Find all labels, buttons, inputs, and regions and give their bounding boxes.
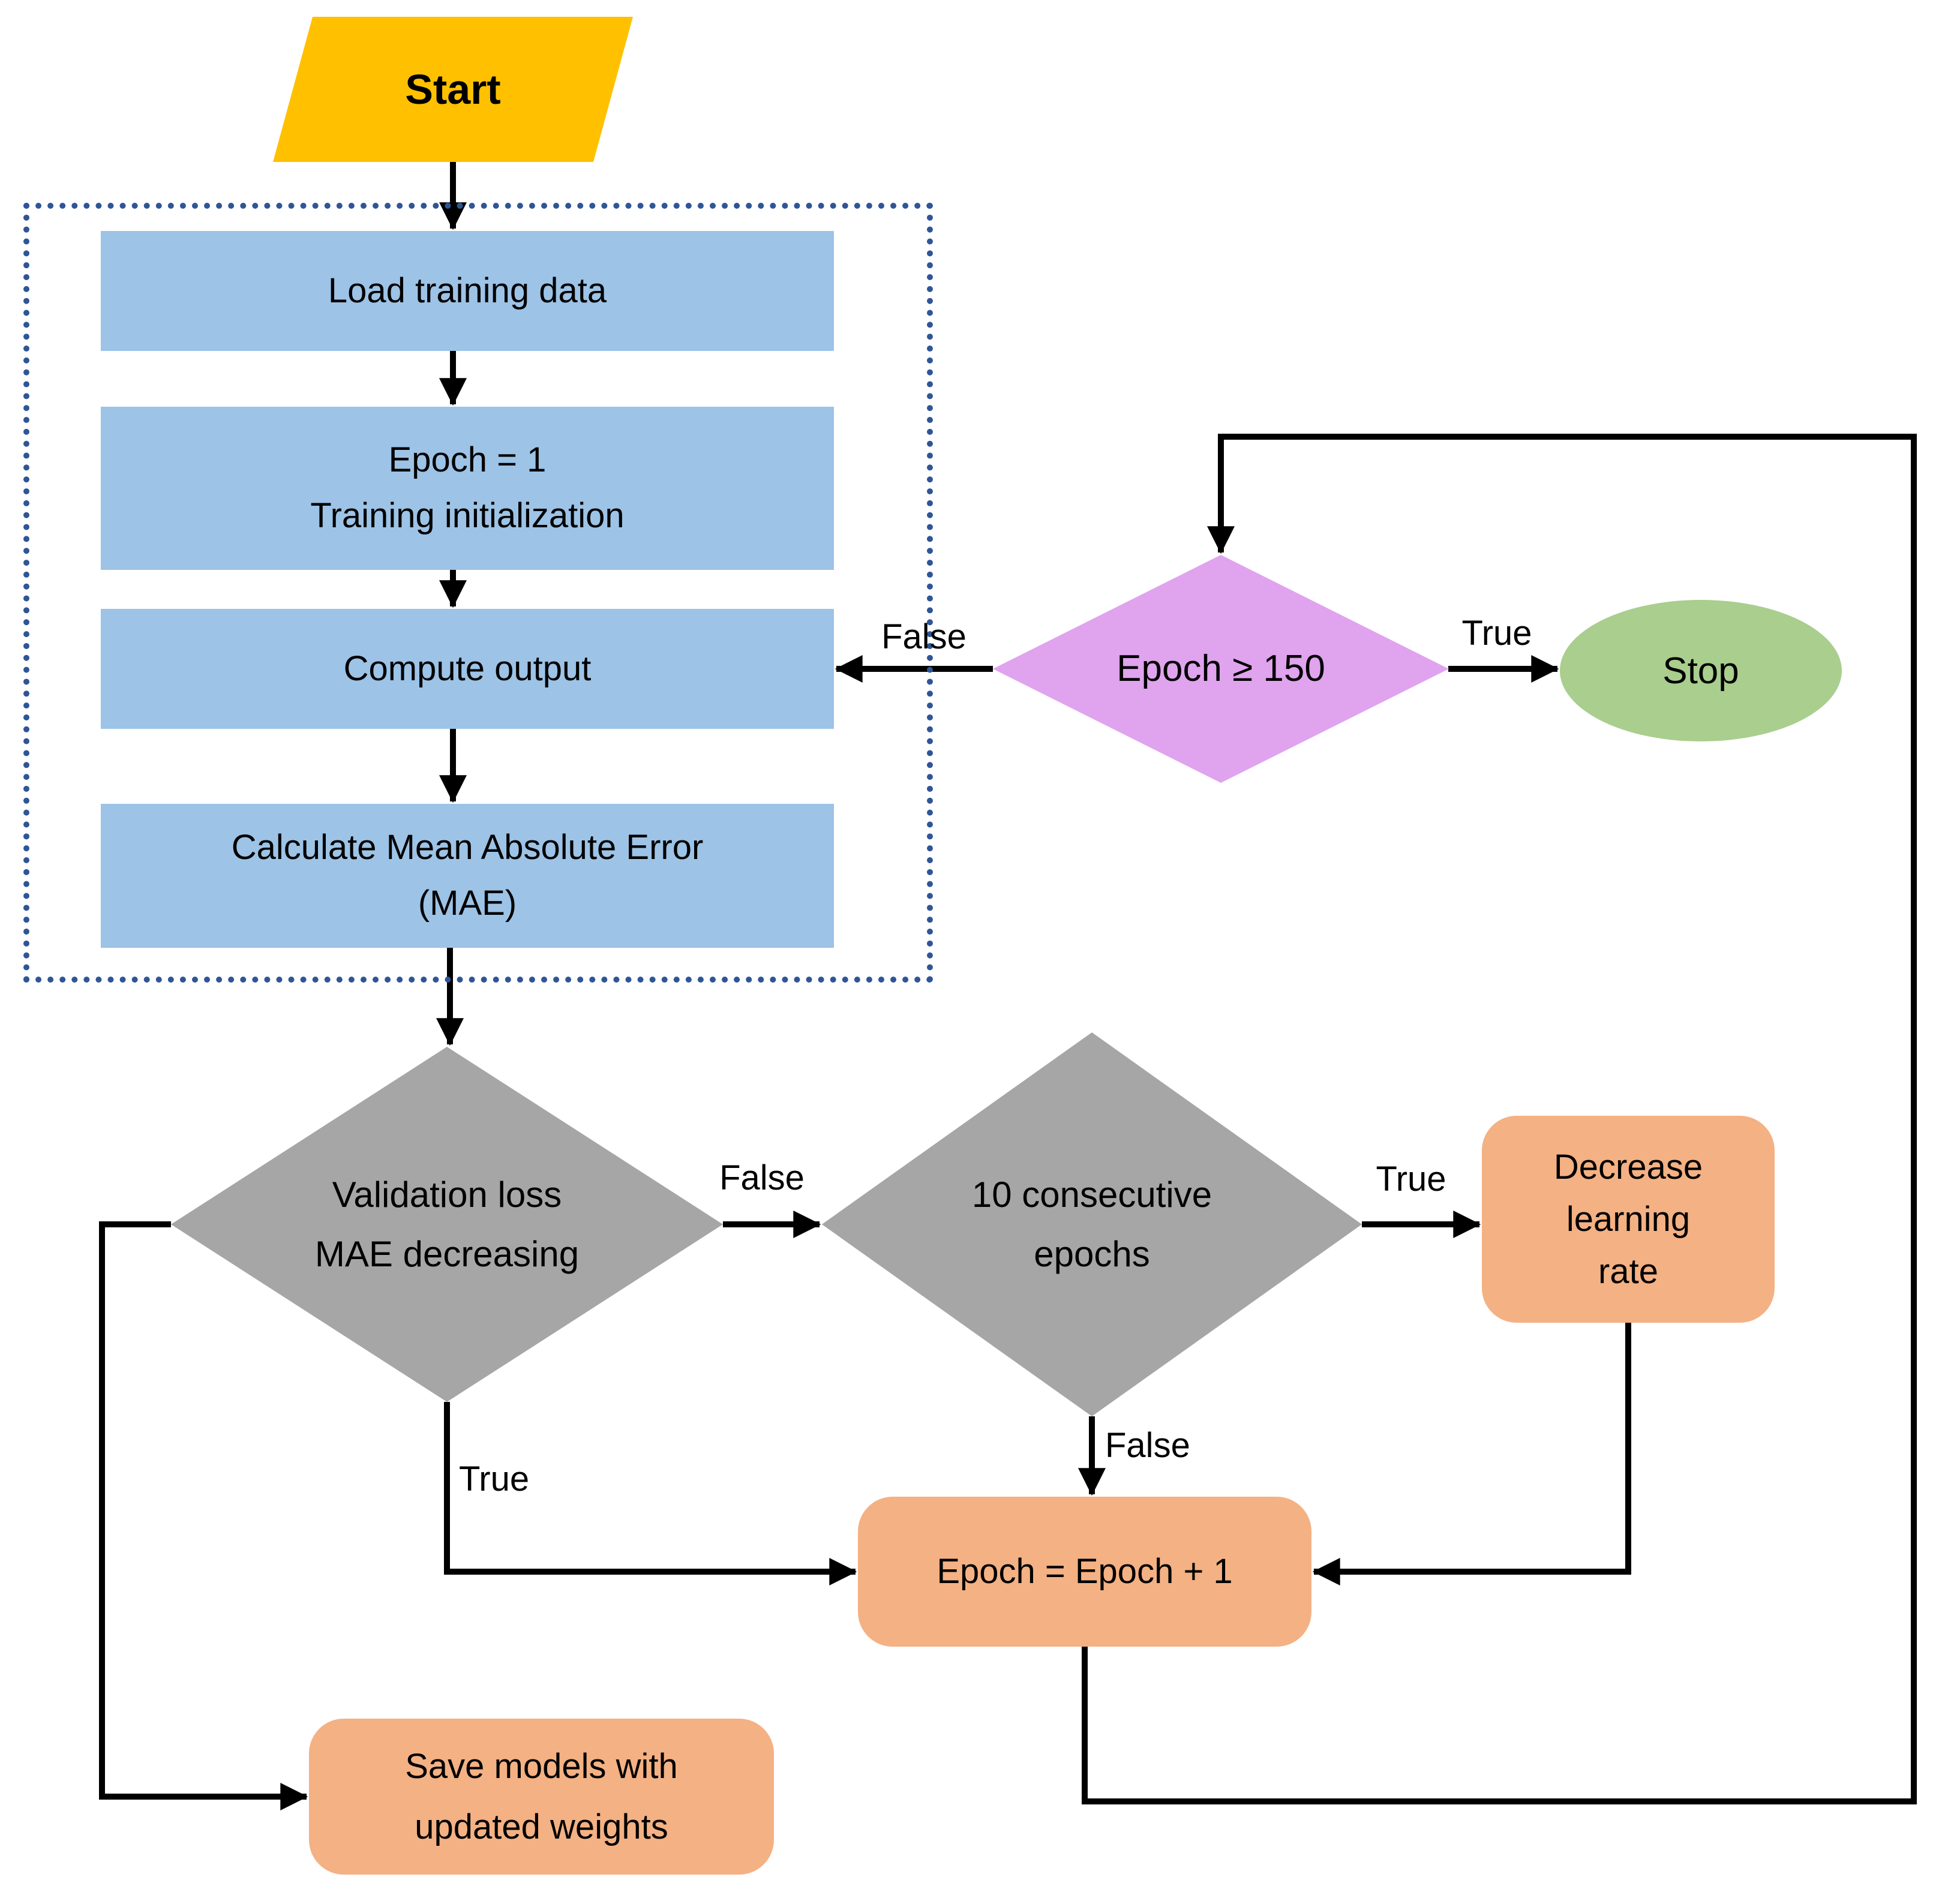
load-label: Load training data bbox=[328, 271, 607, 310]
edge-label-ten-epochs-true: True bbox=[1376, 1160, 1446, 1199]
decrease-lr-line1: Decrease bbox=[1553, 1148, 1703, 1187]
node-decrease-learning-rate: Decrease learning rate bbox=[1482, 1116, 1775, 1323]
save-models-line1: Save models with bbox=[405, 1746, 678, 1786]
epoch-check-label: Epoch ≥ 150 bbox=[1116, 647, 1325, 689]
mae-line1: Calculate Mean Absolute Error bbox=[231, 828, 704, 867]
ten-epochs-line2: epochs bbox=[1034, 1234, 1150, 1274]
edge-validation-true-to-epoch-increment bbox=[444, 1402, 857, 1585]
node-stop: Stop bbox=[1560, 600, 1842, 741]
edge-label-epoch-check-false: False bbox=[881, 617, 967, 656]
validation-line1: Validation loss bbox=[332, 1175, 562, 1215]
edge-validation-to-save-models bbox=[99, 1221, 308, 1810]
node-load-training-data: Load training data bbox=[101, 231, 834, 351]
init-line1: Epoch = 1 bbox=[388, 440, 547, 480]
node-save-models: Save models with updated weights bbox=[309, 1719, 774, 1875]
stop-label: Stop bbox=[1662, 650, 1739, 692]
edge-decrease-lr-to-epoch-increment bbox=[1312, 1323, 1631, 1585]
compute-label: Compute output bbox=[343, 648, 592, 688]
node-epoch-increment: Epoch = Epoch + 1 bbox=[858, 1497, 1311, 1647]
training-loop-container bbox=[23, 203, 933, 983]
node-training-initialization: Epoch = 1 Training initialization bbox=[101, 407, 834, 570]
node-calculate-mae: Calculate Mean Absolute Error (MAE) bbox=[101, 804, 834, 948]
edge-label-ten-epochs-false: False bbox=[1105, 1426, 1190, 1465]
validation-line2: MAE decreasing bbox=[314, 1234, 580, 1274]
save-models-line2: updated weights bbox=[415, 1807, 668, 1846]
epoch-increment-label: Epoch = Epoch + 1 bbox=[937, 1552, 1233, 1591]
start-label: Start bbox=[405, 66, 501, 113]
edge-label-validation-true: True bbox=[459, 1459, 530, 1498]
ten-epochs-line1: 10 consecutive bbox=[971, 1175, 1212, 1215]
edge-epoch-increment-loop-to-epoch-check bbox=[1082, 434, 1917, 1804]
decrease-lr-line3: rate bbox=[1598, 1252, 1658, 1291]
decrease-lr-line2: learning bbox=[1566, 1200, 1691, 1239]
edge-label-validation-false: False bbox=[719, 1158, 805, 1197]
init-line2: Training initialization bbox=[310, 496, 625, 535]
edge-label-epoch-check-true: True bbox=[1461, 614, 1532, 653]
node-compute-output: Compute output bbox=[101, 609, 834, 729]
mae-line2: (MAE) bbox=[418, 884, 517, 923]
node-start: Start bbox=[273, 17, 633, 162]
